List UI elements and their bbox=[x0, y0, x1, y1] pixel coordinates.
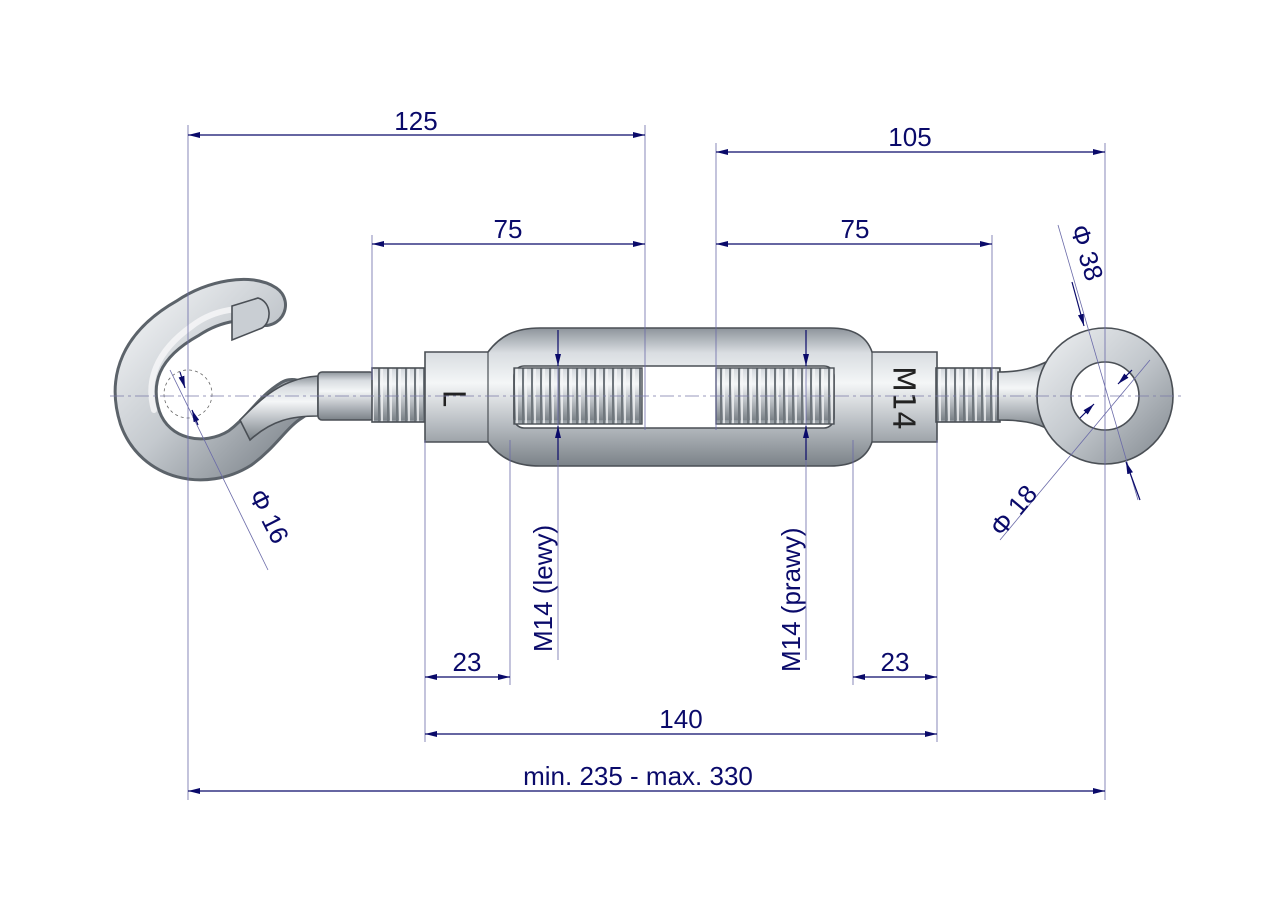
hook-end bbox=[113, 277, 429, 482]
svg-text:23: 23 bbox=[453, 647, 482, 677]
right-marking: M14 bbox=[886, 366, 921, 430]
svg-text:105: 105 bbox=[888, 122, 931, 152]
construction-lines bbox=[110, 125, 1185, 800]
dim-140: 140 bbox=[425, 704, 937, 737]
dim-105: 105 bbox=[716, 122, 1105, 155]
dim-23-left: 23 bbox=[425, 647, 510, 680]
svg-text:Φ 16: Φ 16 bbox=[243, 484, 296, 548]
dim-125: 125 bbox=[188, 106, 645, 138]
svg-text:140: 140 bbox=[659, 704, 702, 734]
svg-text:M14 (lewy): M14 (lewy) bbox=[528, 525, 558, 652]
dim-thread-left: M14 (lewy) bbox=[528, 330, 561, 652]
dim-23-right: 23 bbox=[853, 647, 937, 680]
dim-75-left: 75 bbox=[372, 214, 645, 247]
svg-text:M14 (prawy): M14 (prawy) bbox=[776, 528, 806, 672]
svg-text:Φ 38: Φ 38 bbox=[1064, 221, 1109, 284]
svg-text:min. 235 - max. 330: min. 235 - max. 330 bbox=[523, 761, 753, 791]
dim-total: min. 235 - max. 330 bbox=[188, 761, 1105, 794]
svg-text:75: 75 bbox=[494, 214, 523, 244]
svg-text:Φ 18: Φ 18 bbox=[984, 479, 1044, 542]
left-marking: L bbox=[436, 390, 471, 407]
svg-text:75: 75 bbox=[841, 214, 870, 244]
svg-text:125: 125 bbox=[394, 106, 437, 136]
svg-text:23: 23 bbox=[881, 647, 910, 677]
dim-thread-right: M14 (prawy) bbox=[776, 330, 809, 672]
dim-75-right: 75 bbox=[716, 214, 992, 247]
turnbuckle-body: L M14 bbox=[424, 327, 938, 467]
